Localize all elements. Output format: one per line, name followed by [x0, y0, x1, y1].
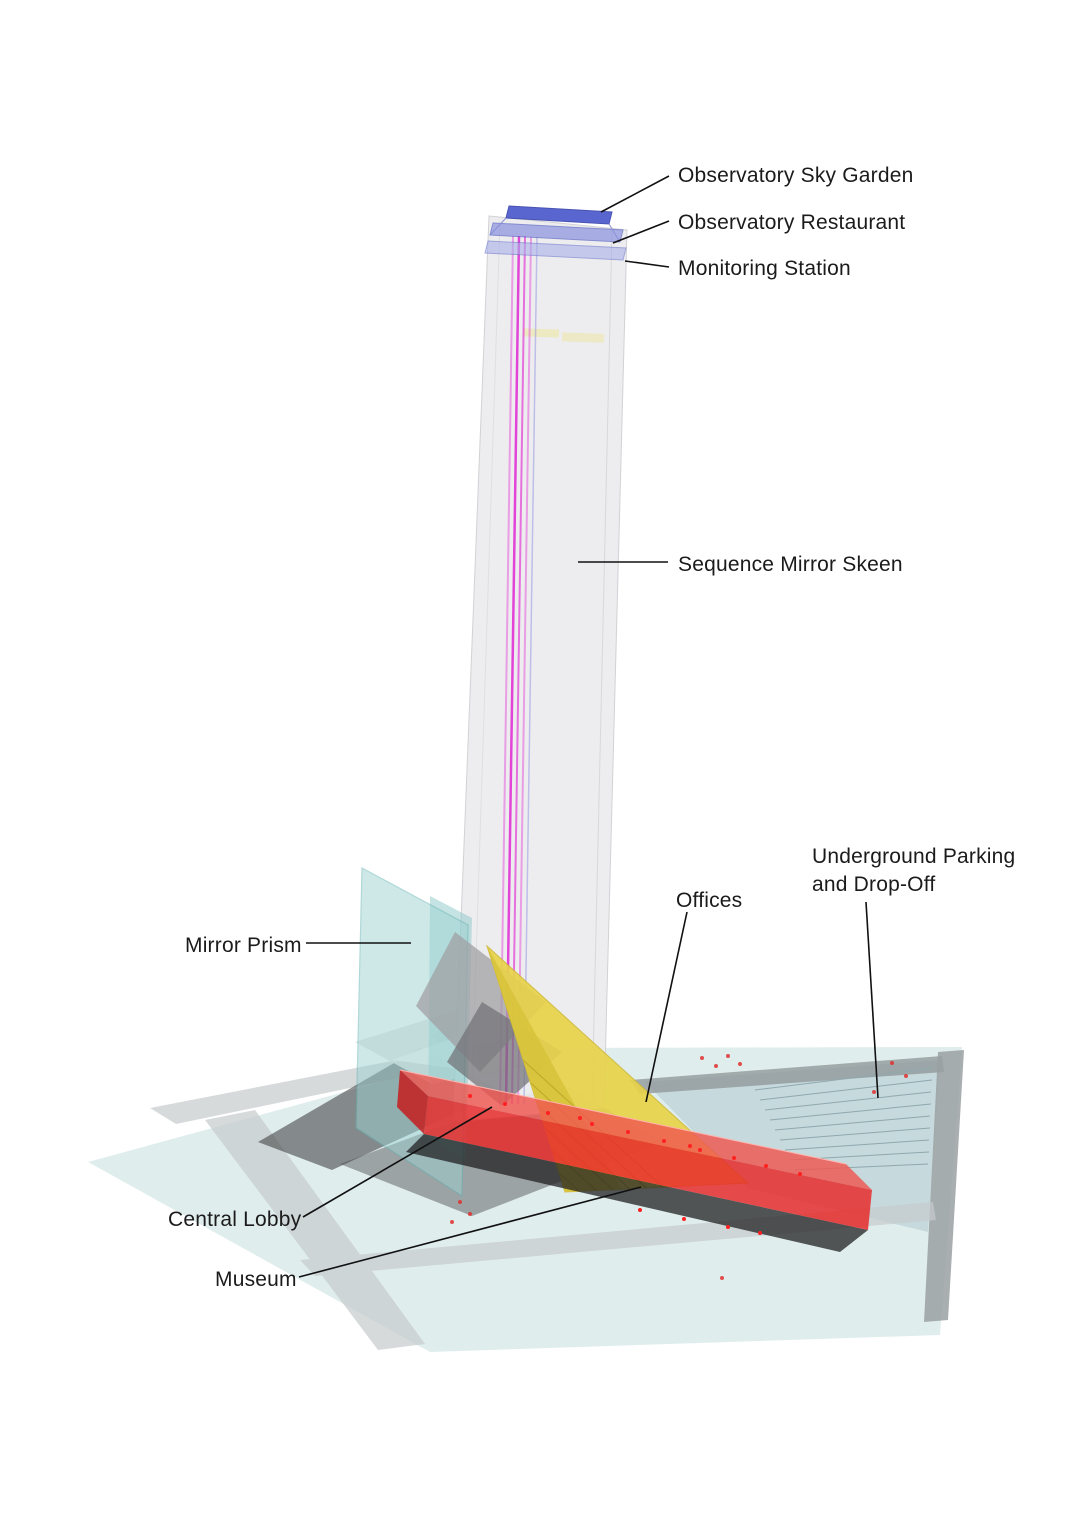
elevator-core-lines [499, 235, 538, 1105]
label-mirror-prism: Mirror Prism [185, 934, 302, 957]
label-central-lobby: Central Lobby [168, 1208, 302, 1231]
leader-central-lobby [302, 1106, 493, 1218]
label-monitoring-station: Monitoring Station [678, 257, 851, 280]
leader-museum [298, 1186, 642, 1278]
leader-lines [298, 175, 879, 1278]
museum-slab [397, 1069, 872, 1252]
label-offices: Offices [676, 889, 743, 912]
museum-people-dots [468, 1094, 802, 1235]
plaza-people-dots [450, 1054, 908, 1280]
leader-parking [865, 901, 879, 1099]
label-observatory-restaurant: Observatory Restaurant [678, 211, 906, 234]
leader-restaurant [612, 220, 670, 244]
underground-parking-deck [630, 1050, 964, 1322]
label-observatory-sky-garden: Observatory Sky Garden [678, 164, 914, 187]
leader-offices [645, 911, 688, 1103]
label-sequence-mirror-skeen: Sequence Mirror Skeen [678, 553, 903, 576]
observatory-plates [484, 205, 627, 261]
leader-monitoring [624, 260, 670, 268]
label-museum: Museum [215, 1268, 297, 1291]
leader-sky-garden [600, 175, 670, 213]
label-underground-parking: Underground Parking and Drop-Off [812, 845, 1016, 897]
